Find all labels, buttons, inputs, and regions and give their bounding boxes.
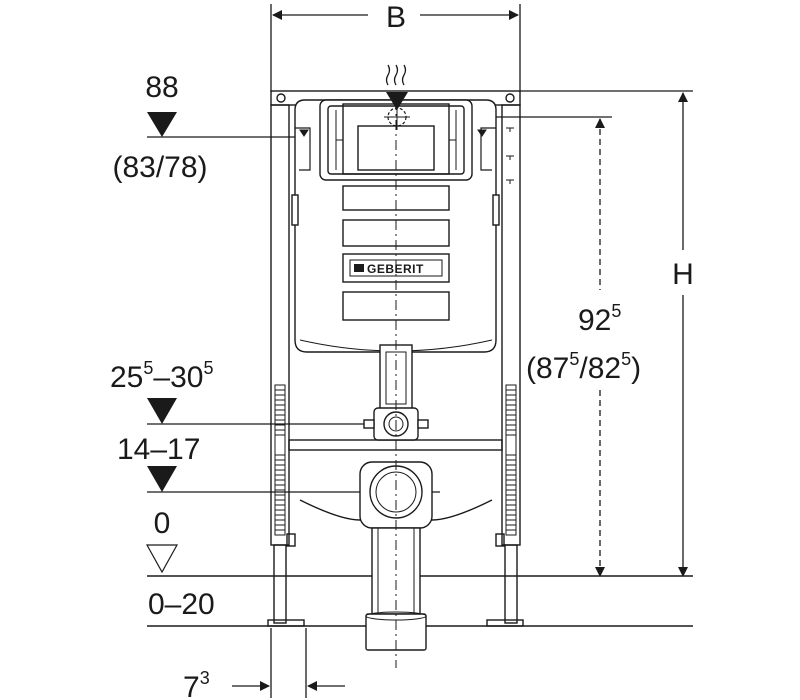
water-wave-3 <box>401 64 407 86</box>
frame-post-left <box>270 104 290 546</box>
floor-zero-label: 0 <box>154 507 171 540</box>
frame-screw-right <box>505 93 515 103</box>
flush-range-label: 255–305 <box>110 358 213 394</box>
cistern-bracket-right <box>492 194 500 226</box>
frame-leg-left <box>273 544 287 624</box>
water-supply <box>385 64 407 86</box>
floor-zero-triangle <box>145 544 179 574</box>
frame-clamp-left <box>286 533 296 547</box>
drain-triangle <box>147 466 177 492</box>
frame-foot-left <box>267 619 305 627</box>
water-inlet-arrow <box>386 92 408 110</box>
top-level-label: 88 <box>145 71 178 104</box>
logo-text: GEBERIT <box>367 262 424 276</box>
frame-screw-left <box>276 93 286 103</box>
frame-post-right <box>501 104 521 546</box>
flush-pipe-vertical <box>379 344 413 410</box>
frame-height-main: 925 <box>578 301 621 337</box>
drain-outlet <box>369 465 423 519</box>
floor-range-label: 0–20 <box>148 588 215 621</box>
water-wave-1 <box>385 64 391 86</box>
flush-triangle <box>147 398 177 424</box>
frame-clamp-right <box>495 533 505 547</box>
width-label: B <box>386 1 406 34</box>
height-label: H <box>672 258 694 291</box>
foot-offset-dimension <box>232 628 345 698</box>
top-level-alt-label: (83/78) <box>112 151 207 184</box>
frame-leg-right <box>504 544 518 624</box>
frame-foot-right <box>486 619 524 627</box>
top-level-triangle <box>147 112 177 137</box>
foot-offset-label: 73 <box>183 668 210 700</box>
frame-height-alt: (875/825) <box>526 349 641 385</box>
height-dimension <box>520 90 693 577</box>
drain-range-label: 14–17 <box>117 433 200 466</box>
level-markers: 88 (83/78) 255–305 14–17 0 0–20 <box>110 71 440 621</box>
water-wave-2 <box>393 64 399 86</box>
post-perforations <box>274 384 517 536</box>
cistern-bracket-left <box>291 194 299 226</box>
width-dimension <box>270 4 521 92</box>
cistern-level-marks <box>299 127 514 184</box>
